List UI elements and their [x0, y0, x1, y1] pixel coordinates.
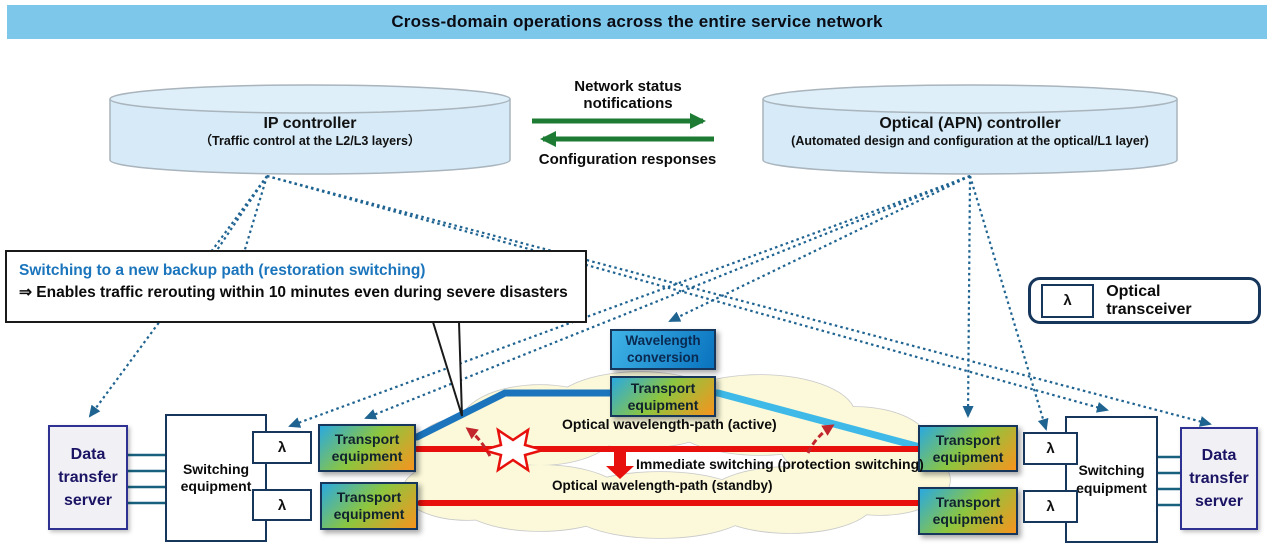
lambda-box-right-bottom: λ [1023, 490, 1078, 523]
data-transfer-server-right: Data transfer server [1180, 427, 1258, 530]
switching-equipment-left: Switching equipment [165, 414, 267, 542]
optical-controller-name: Optical (APN) controller [879, 115, 1061, 133]
standby-path-label: Optical wavelength-path (standby) [552, 478, 773, 493]
controller-exchange-arrows [532, 113, 714, 147]
protection-switch-arrow-icon [606, 452, 634, 479]
reroute-arrow-right [806, 424, 835, 454]
wavelength-conversion-box: Wavelength conversion [610, 329, 716, 370]
server-connectors [128, 453, 1180, 507]
page-title: Cross-domain operations across the entir… [7, 5, 1267, 39]
legend-optical-transceiver: λ Optical transceiver [1028, 277, 1261, 324]
transport-equipment-left-bottom: Transport equipment [320, 482, 418, 530]
active-path-label: Optical wavelength-path (active) [562, 416, 777, 432]
legend-label: Optical transceiver [1106, 282, 1192, 318]
transport-equipment-middle: Transport equipment [610, 376, 716, 417]
configuration-responses-label: Configuration responses [538, 151, 717, 169]
switching-equipment-right: Switching equipment [1065, 416, 1158, 543]
ip-controller: IP controller （Traffic control at the L2… [110, 110, 510, 154]
transport-equipment-right-top: Transport equipment [918, 425, 1018, 472]
callout-detail: ⇒ Enables traffic rerouting within 10 mi… [19, 284, 568, 302]
optical-controller-cylinder [762, 84, 1178, 175]
ip-controller-name: IP controller [263, 115, 357, 133]
callout-heading: Switching to a new backup path (restorat… [19, 262, 426, 279]
transport-equipment-left-top: Transport equipment [318, 424, 416, 472]
failure-burst-icon [478, 427, 548, 473]
reroute-arrow-left [465, 427, 492, 457]
ip-controller-cylinder [109, 84, 511, 175]
protection-switching-label: Immediate switching (protection switchin… [636, 456, 924, 472]
network-status-label: Network status notifications [574, 77, 682, 112]
ip-controller-desc: （Traffic control at the L2/L3 layers） [199, 134, 421, 149]
optical-controller-desc: (Automated design and configuration at t… [791, 134, 1149, 149]
callout-tail [431, 321, 463, 417]
lambda-box-left-bottom: λ [252, 489, 312, 521]
restoration-callout: Switching to a new backup path (restorat… [5, 250, 587, 323]
transport-equipment-right-bottom: Transport equipment [918, 487, 1018, 535]
lambda-icon: λ [1041, 283, 1095, 318]
data-transfer-server-left: Data transfer server [48, 425, 128, 530]
optical-controller: Optical (APN) controller (Automated desi… [763, 110, 1177, 154]
lambda-box-right-top: λ [1023, 432, 1078, 465]
lambda-box-left-top: λ [252, 431, 312, 464]
